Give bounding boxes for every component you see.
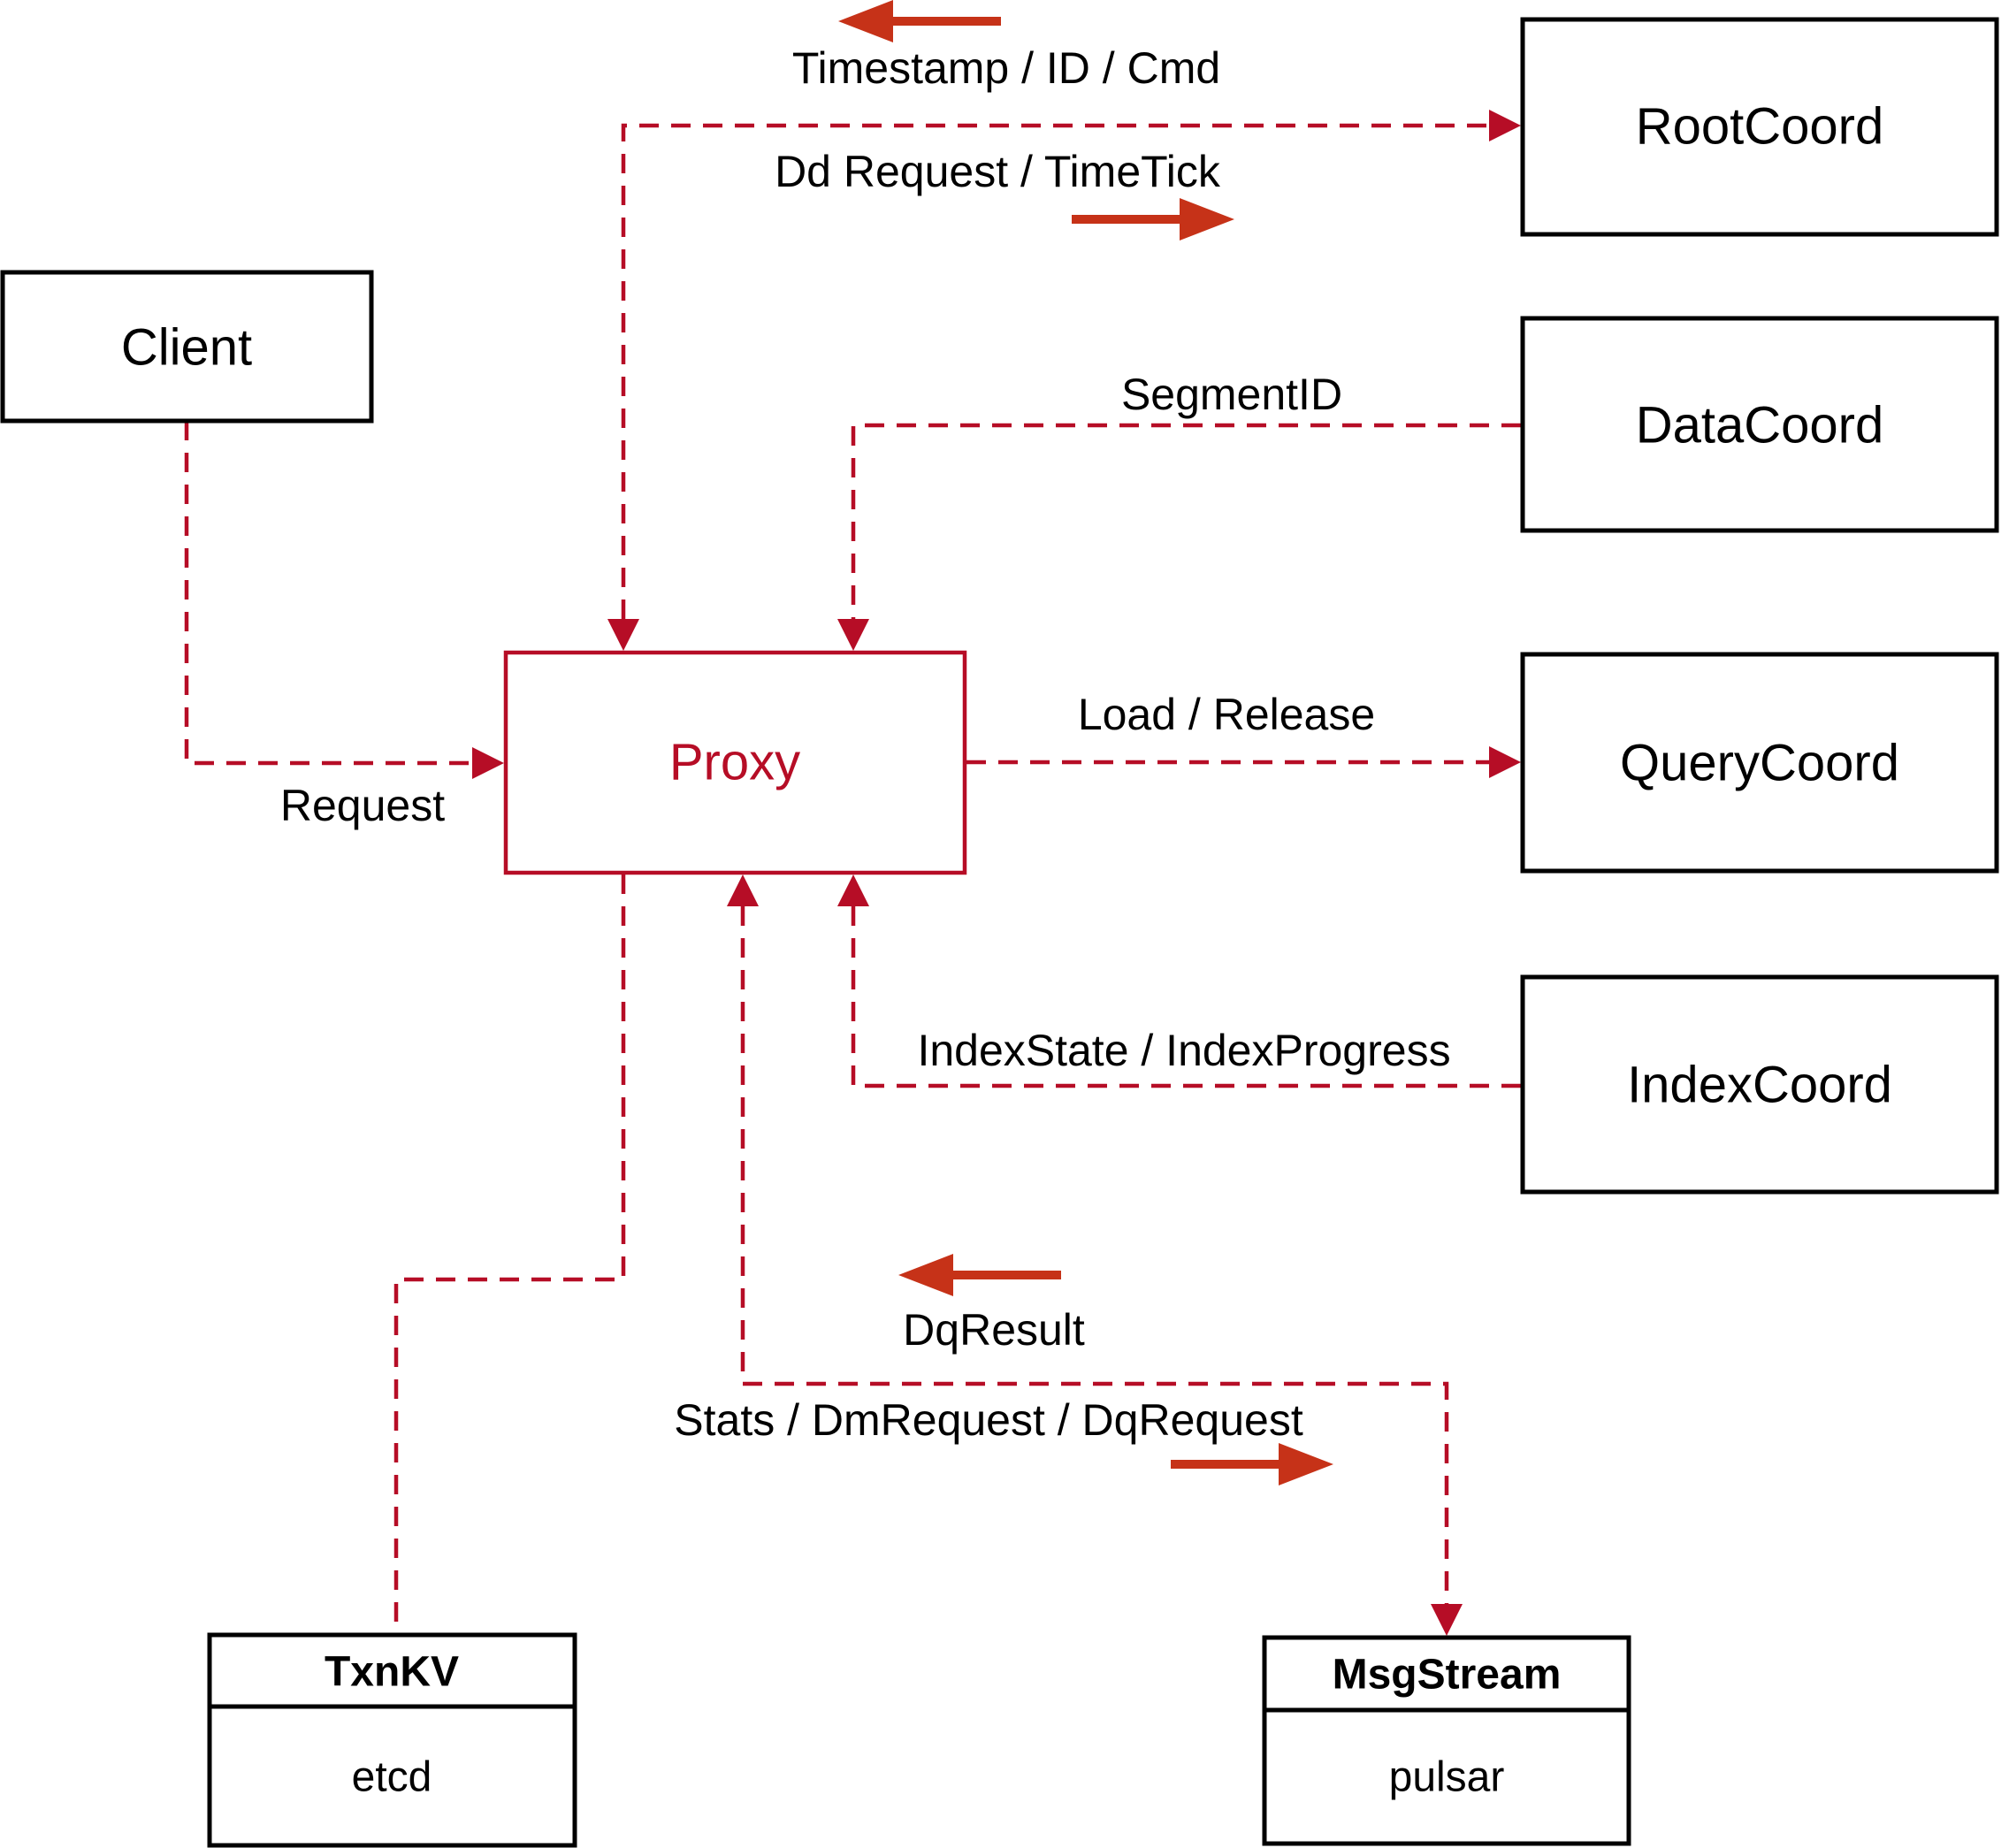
arrowhead-down-icon (837, 619, 869, 651)
node-client: Client (0, 270, 374, 424)
arrowhead-right-icon (472, 747, 504, 779)
edge-proxy-txnkv (393, 874, 626, 1633)
proxy-label: Proxy (669, 734, 800, 791)
node-querycoord: QueryCoord (1520, 652, 1999, 874)
rootcoord-label: RootCoord (1636, 98, 1883, 156)
arrowhead-down-icon (1431, 1604, 1463, 1636)
arrowhead-right-icon (1489, 746, 1521, 778)
msgstream-title: MsgStream (1333, 1652, 1562, 1699)
querycoord-box (1520, 652, 1999, 874)
edge-client-proxy-line (184, 421, 472, 766)
querycoord-label: QueryCoord (1620, 735, 1899, 792)
edge-proxy-rootcoord-line (621, 123, 1489, 619)
proxy-box (503, 650, 967, 875)
arrowhead-up-icon (837, 874, 869, 906)
node-proxy: Proxy (503, 650, 967, 875)
arrowhead-down-icon (607, 619, 639, 651)
edge-proxy-msgstream: DqResult Stats / DmRequest / DqRequest (674, 874, 1463, 1636)
edge-proxy-txnkv-line (393, 874, 626, 1633)
node-indexcoord: IndexCoord (1520, 974, 1999, 1195)
arrowhead-up-icon (727, 874, 759, 906)
client-box (0, 270, 374, 424)
txnkv-box (207, 1632, 577, 1848)
edge-proxy-msgstream-line (740, 906, 1449, 1604)
edge-label-dqresult: DqResult (903, 1305, 1085, 1355)
edge-proxy-querycoord: Load / Release (966, 690, 1521, 778)
arrowhead-right-icon (1489, 110, 1521, 141)
edge-label-indexstate-indexprogress: IndexState / IndexProgress (917, 1026, 1450, 1075)
left-arrow-icon (838, 0, 1001, 42)
edge-label-timestamp-id-cmd: Timestamp / ID / Cmd (792, 43, 1220, 93)
edge-label-stats-dmrequest-dqrequest: Stats / DmRequest / DqRequest (674, 1395, 1303, 1445)
client-label: Client (121, 319, 252, 377)
edge-datacoord-proxy: SegmentID (837, 370, 1521, 651)
datacoord-box (1520, 316, 1999, 533)
right-arrow-icon (1072, 198, 1234, 241)
msgstream-body: pulsar (1389, 1754, 1505, 1801)
node-msgstream: MsgStream pulsar (1262, 1635, 1631, 1846)
edge-proxy-rootcoord: Timestamp / ID / Cmd Dd Request / TimeTi… (607, 0, 1521, 651)
node-rootcoord: RootCoord (1520, 17, 1999, 237)
edge-label-request: Request (280, 781, 445, 830)
rootcoord-box (1520, 17, 1999, 237)
node-datacoord: DataCoord (1520, 316, 1999, 533)
edge-indexcoord-proxy: IndexState / IndexProgress (837, 874, 1521, 1088)
txnkv-title: TxnKV (325, 1649, 459, 1696)
left-arrow-icon (898, 1254, 1061, 1296)
datacoord-label: DataCoord (1636, 397, 1883, 454)
edge-label-dd-request-timetick: Dd Request / TimeTick (775, 147, 1221, 196)
indexcoord-label: IndexCoord (1627, 1057, 1892, 1114)
txnkv-body: etcd (352, 1754, 432, 1801)
edge-label-segmentid: SegmentID (1121, 370, 1342, 419)
edge-label-load-release: Load / Release (1078, 690, 1375, 739)
edge-client-proxy: Request (184, 421, 504, 830)
msgstream-box (1262, 1635, 1631, 1846)
indexcoord-box (1520, 974, 1999, 1195)
edge-datacoord-proxy-line (851, 423, 1521, 619)
right-arrow-icon (1171, 1443, 1333, 1485)
node-txnkv: TxnKV etcd (207, 1632, 577, 1848)
